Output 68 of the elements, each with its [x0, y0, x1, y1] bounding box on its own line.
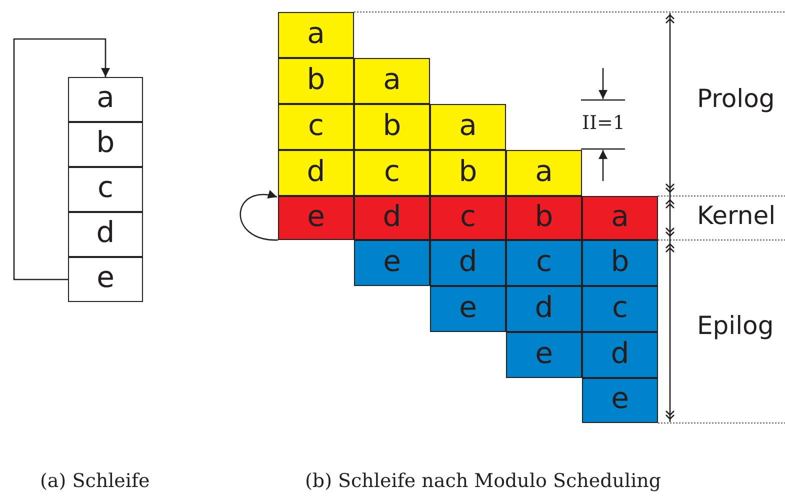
- instruction-letter: c: [98, 173, 114, 202]
- instruction-box: [582, 240, 658, 286]
- instruction-letter: b: [610, 246, 630, 276]
- instruction-letter: e: [307, 202, 325, 230]
- instruction-letter: d: [306, 156, 326, 186]
- instruction-box: [354, 150, 430, 196]
- instruction-box: [278, 104, 354, 150]
- instruction-box: [582, 286, 658, 332]
- instruction-box: [68, 167, 143, 212]
- instruction-box: [68, 257, 143, 302]
- instruction-box: [354, 104, 430, 150]
- instruction-box: [506, 196, 582, 240]
- instruction-letter: d: [458, 246, 478, 276]
- instruction-letter: a: [307, 18, 325, 48]
- loop-arrow: [240, 190, 278, 241]
- phase-label: Prolog: [697, 84, 775, 113]
- instruction-box: [430, 150, 506, 196]
- instruction-letter: c: [612, 292, 628, 322]
- instruction-box: [430, 240, 506, 286]
- instruction-box: [278, 58, 354, 104]
- instruction-box: [354, 58, 430, 104]
- instruction-box: [506, 150, 582, 196]
- instruction-box: [430, 104, 506, 150]
- instruction-letter: d: [382, 202, 402, 230]
- instruction-box: [430, 196, 506, 240]
- instruction-box: [582, 196, 658, 240]
- instruction-letter: b: [382, 110, 402, 140]
- instruction-letter: b: [96, 128, 115, 157]
- instruction-letter: c: [460, 202, 476, 230]
- instruction-letter: d: [96, 218, 115, 247]
- instruction-box: [68, 77, 143, 122]
- instruction-box: [278, 196, 354, 240]
- instruction-letter: e: [383, 246, 401, 276]
- instruction-letter: a: [459, 110, 477, 140]
- instruction-letter: b: [534, 202, 554, 230]
- instruction-letter: e: [611, 384, 629, 413]
- instruction-box: [582, 332, 658, 378]
- instruction-box: [506, 240, 582, 286]
- subfigure-caption: (a) Schleife: [40, 470, 150, 492]
- instruction-letter: a: [611, 202, 629, 230]
- dimension-label: II=1: [582, 112, 626, 134]
- phase-label: Epilog: [697, 311, 774, 340]
- instruction-box: [68, 212, 143, 257]
- instruction-box: [354, 196, 430, 240]
- instruction-letter: a: [96, 83, 114, 112]
- instruction-letter: e: [459, 292, 477, 322]
- phase-label: Kernel: [697, 201, 776, 230]
- instruction-letter: e: [96, 263, 114, 292]
- instruction-letter: c: [536, 246, 552, 276]
- instruction-letter: b: [458, 156, 478, 186]
- instruction-letter: e: [535, 338, 553, 368]
- instruction-box: [278, 150, 354, 196]
- instruction-box: [68, 122, 143, 167]
- instruction-letter: b: [306, 64, 326, 94]
- instruction-box: [354, 240, 430, 286]
- arrow: [13, 38, 110, 280]
- instruction-box: [582, 378, 658, 423]
- instruction-letter: c: [384, 156, 400, 186]
- subfigure-caption: (b) Schleife nach Modulo Scheduling: [305, 470, 662, 492]
- instruction-letter: d: [534, 292, 554, 322]
- instruction-box: [278, 12, 354, 58]
- instruction-letter: a: [383, 64, 401, 94]
- instruction-box: [430, 286, 506, 332]
- instruction-box: [506, 286, 582, 332]
- instruction-box: [506, 332, 582, 378]
- instruction-letter: a: [535, 156, 553, 186]
- instruction-letter: c: [308, 110, 324, 140]
- instruction-letter: d: [610, 338, 630, 368]
